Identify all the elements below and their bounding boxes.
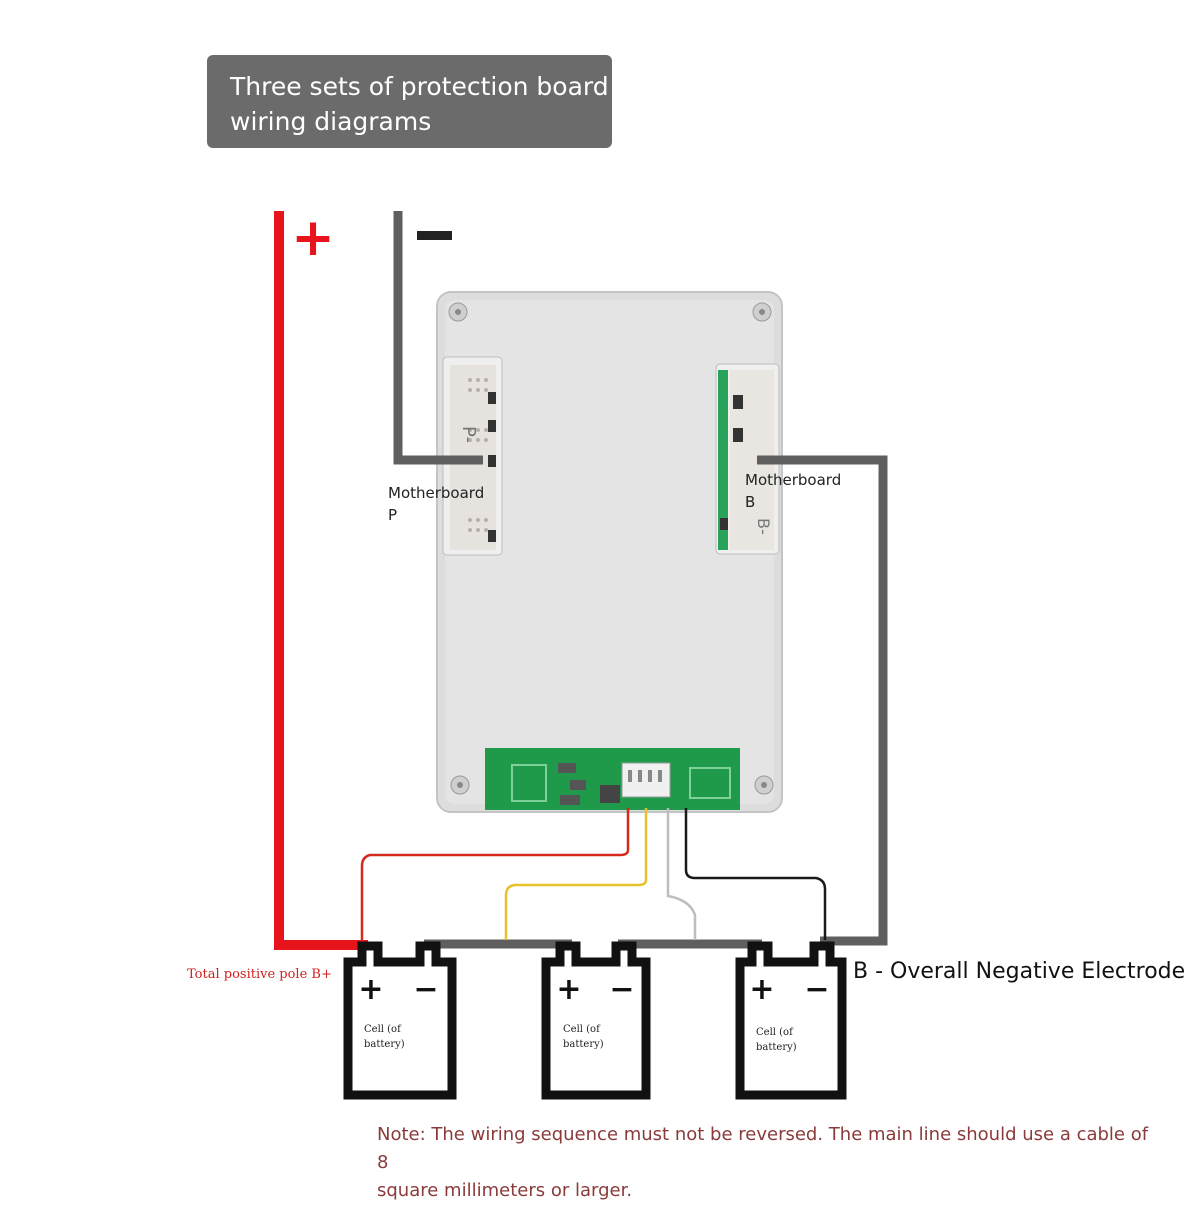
p-terminal-label: P-	[458, 426, 479, 443]
balance-wire-white	[666, 808, 697, 940]
b-terminal-pad-2	[733, 428, 743, 442]
p-negative-wire	[393, 211, 483, 465]
balance-connector-pins	[628, 770, 662, 782]
balance-wire-red	[360, 808, 630, 945]
board-face	[445, 300, 774, 804]
cell-3-plus: +	[749, 972, 774, 1007]
motherboard-b-line-1: Motherboard	[745, 471, 842, 489]
motherboard-b-line-2: B	[745, 493, 756, 511]
p-terminal-holes	[468, 378, 488, 532]
b-terminal-label: B-	[754, 518, 773, 535]
positive-terminal-symbol: +	[291, 208, 335, 268]
p-terminal-pad-4	[488, 530, 496, 542]
cell-1-minus: −	[413, 972, 438, 1007]
motherboard-b-label: Motherboard B	[745, 469, 841, 513]
cell-2-label-line-1: Cell (of	[563, 1024, 600, 1035]
note-line-2: square millimeters or larger.	[377, 1180, 633, 1201]
title-line-1: Three sets of protection board	[230, 72, 609, 101]
pcb-component-2	[570, 780, 586, 790]
screw-bottom-right	[754, 775, 774, 795]
negative-terminal-symbol	[417, 231, 452, 240]
p-terminal-pad-1	[488, 392, 496, 404]
cell-2-plus: +	[556, 972, 581, 1007]
battery-cell-3	[735, 941, 847, 1100]
title-line-2: wiring diagrams	[230, 107, 432, 136]
b-terminal-pad-3	[720, 518, 728, 530]
positive-main-wire	[274, 211, 368, 950]
pcb-pad-right	[689, 767, 731, 799]
balance-wire-black	[684, 808, 827, 940]
pcb-pad-left	[511, 764, 547, 802]
cell-3-label-line-2: battery)	[756, 1042, 797, 1053]
motherboard-p-line-2: P	[388, 506, 398, 524]
p-terminal-pad-2	[488, 420, 496, 432]
total-positive-label: Total positive pole B+	[187, 967, 332, 982]
motherboard-p-line-1: Motherboard	[388, 484, 485, 502]
screw-bottom-left	[450, 775, 470, 795]
cell-3-label: Cell (of battery)	[756, 1025, 797, 1055]
motherboard-p-label: Motherboard P	[388, 482, 484, 526]
cell-2-minus: −	[609, 972, 634, 1007]
cell-1-label-line-1: Cell (of	[364, 1024, 401, 1035]
pcb-component-4	[600, 785, 620, 803]
p-terminal-pad-3	[488, 455, 496, 467]
cell-1-label-line-2: battery)	[364, 1039, 405, 1050]
protection-board: P- B-	[436, 291, 783, 813]
battery-cell-1	[343, 941, 457, 1100]
cell-3-minus: −	[804, 972, 829, 1007]
cell-1-label: Cell (of battery)	[364, 1022, 405, 1052]
b-terminal-pad-1	[733, 395, 743, 409]
b-negative-wire	[757, 455, 888, 946]
cell-1-plus: +	[358, 972, 383, 1007]
cell-3-label-line-1: Cell (of	[756, 1027, 793, 1038]
pcb-component-1	[558, 763, 576, 773]
balance-wire-yellow	[504, 808, 648, 940]
wiring-note: Note: The wiring sequence must not be re…	[377, 1121, 1157, 1205]
screw-top-right	[752, 302, 772, 322]
battery-cell-2	[541, 941, 651, 1100]
cell-2-label: Cell (of battery)	[563, 1022, 604, 1052]
overall-negative-label: B - Overall Negative Electrode	[853, 959, 1186, 984]
note-line-1: Note: The wiring sequence must not be re…	[377, 1124, 1149, 1173]
b-terminal-green-strip	[718, 370, 728, 550]
diagram-title: Three sets of protection board wiring di…	[207, 55, 612, 148]
screw-top-left	[448, 302, 468, 322]
cell-2-label-line-2: battery)	[563, 1039, 604, 1050]
pcb-component-3	[560, 795, 580, 805]
